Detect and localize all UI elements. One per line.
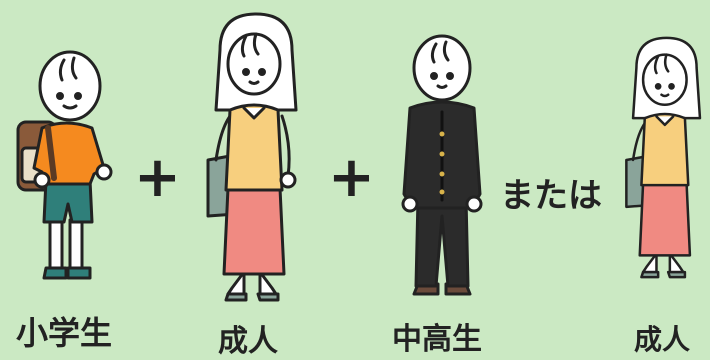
plus-operator-1: + — [134, 145, 181, 210]
highschool-student-figure — [401, 34, 483, 296]
adult-figure-2 — [625, 36, 702, 279]
label-adult-2: 成人 — [634, 323, 691, 356]
plus-operator-2: + — [328, 145, 375, 210]
label-highschool: 中高生 — [392, 322, 482, 357]
or-text: または — [500, 176, 602, 216]
adult-figure-1 — [206, 12, 298, 302]
label-adult-1: 成人 — [218, 324, 278, 359]
label-elementary: 小学生 — [16, 314, 113, 352]
elementary-student-figure — [16, 50, 113, 280]
